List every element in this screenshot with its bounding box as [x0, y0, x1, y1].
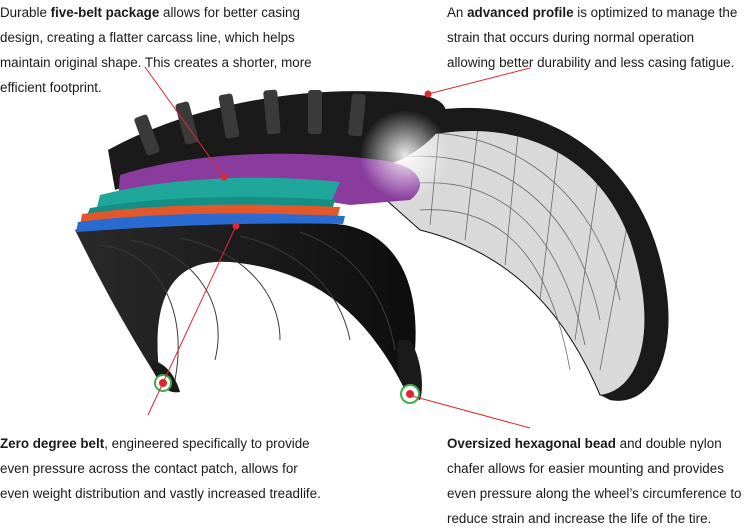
callout-heading: advanced profile [467, 5, 574, 20]
callout-five-belt: Durable five-belt package allows for bet… [0, 0, 345, 100]
callout-heading: Oversized hexagonal bead [447, 436, 616, 451]
callout-text: An [447, 5, 468, 20]
leader-zero-degree [147, 225, 237, 416]
callout-heading: Zero degree belt [0, 436, 105, 451]
leader-five-belt [144, 66, 225, 178]
callout-hexagonal-bead: Oversized hexagonal bead and double nylo… [447, 431, 745, 531]
callout-text: is optimized to manage the strain that o… [447, 5, 738, 70]
red-dot-marker [232, 222, 240, 230]
belt-layers [76, 153, 420, 232]
inner-liner [75, 218, 416, 390]
leader-hex-bead [411, 395, 531, 429]
callout-heading: five-belt package [50, 5, 160, 20]
red-dot-marker [220, 173, 228, 181]
red-dot-marker [406, 390, 414, 398]
leader-lines [144, 66, 531, 429]
callout-text: , engineered specifically to provide eve… [0, 436, 321, 501]
leader-advanced-profile [427, 67, 531, 95]
highlight-glow [360, 110, 450, 200]
marker-dots [220, 90, 432, 230]
bead-right [397, 340, 422, 404]
callout-advanced-profile: An advanced profile is optimized to mana… [447, 0, 745, 75]
callout-text: allows for better casing design, creatin… [0, 5, 312, 95]
red-dot-marker [424, 90, 432, 98]
callout-text: Durable [0, 5, 51, 20]
callout-zero-degree-belt: Zero degree belt, engineered specificall… [0, 431, 330, 506]
